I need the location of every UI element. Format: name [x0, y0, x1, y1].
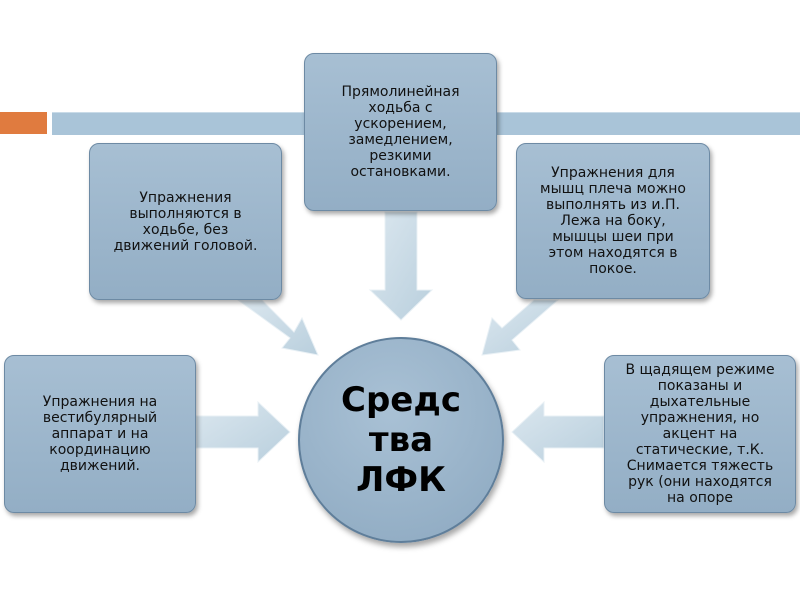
- box-top: Прямолинейная ходьба с ускорением, замед…: [304, 53, 497, 211]
- box-upper-right: Упражнения для мышц плеча можно выполнят…: [516, 143, 710, 299]
- center-circle: Средс тва ЛФК: [298, 337, 504, 543]
- arrow-right: [511, 400, 605, 464]
- box-right: В щадящем режиме показаны и дыхательные …: [604, 355, 796, 513]
- arrow-upper-right: [481, 299, 560, 356]
- header-accent-bar: [0, 112, 47, 134]
- box-upper-left: Упражнения выполняются в ходьбе, без дви…: [89, 143, 282, 300]
- arrow-left: [195, 400, 291, 464]
- arrow-upper-left: [236, 299, 319, 356]
- arrow-top: [368, 211, 434, 321]
- box-left: Упражнения на вестибулярный аппарат и на…: [4, 355, 196, 513]
